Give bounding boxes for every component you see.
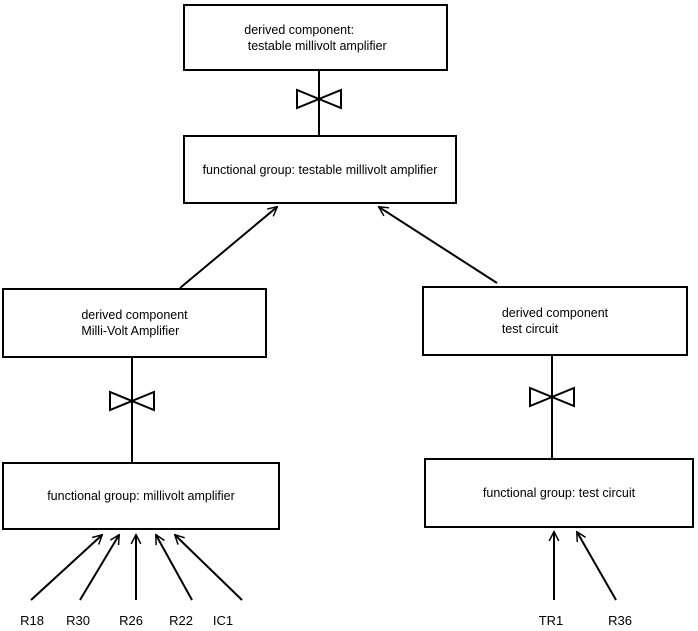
connector-r18-to-n5 [30, 535, 102, 601]
bowtie-icon [109, 390, 155, 412]
node-derived-component-test-circuit[interactable]: derived component test circuit [422, 286, 688, 356]
leaf-label-tr1[interactable]: TR1 [538, 613, 564, 628]
connector-n4-to-n2 [379, 207, 498, 284]
leaf-label-r36[interactable]: R36 [608, 613, 632, 628]
connector-n4-to-n6 [529, 356, 575, 458]
leaf-label-r26[interactable]: R26 [119, 613, 143, 628]
connector-n2-to-n1 [296, 71, 342, 135]
node-derived-component-testable-millivolt-amplifier[interactable]: derived component: testable millivolt am… [183, 4, 448, 71]
bowtie-icon [529, 386, 575, 408]
connector-n3-to-n2 [179, 207, 277, 289]
node-label: derived component Milli-Volt Amplifier [81, 308, 188, 338]
connector-n3-to-n5 [109, 358, 155, 462]
node-label: functional group: millivolt amplifier [47, 489, 235, 503]
leaf-label-r30[interactable]: R30 [66, 613, 90, 628]
node-label: derived component test circuit [501, 306, 609, 336]
node-label: derived component: testable millivolt am… [244, 22, 387, 53]
connector-ic1-to-n5 [175, 535, 243, 601]
bowtie-icon [296, 88, 342, 110]
node-label: functional group: test circuit [482, 486, 636, 500]
leaf-label-r22[interactable]: R22 [169, 613, 193, 628]
node-functional-group-testable-millivolt-amplifier[interactable]: functional group: testable millivolt amp… [183, 135, 457, 204]
connector-r30-to-n5 [79, 535, 119, 601]
node-label: functional group: testable millivolt amp… [202, 162, 438, 177]
node-functional-group-test-circuit[interactable]: functional group: test circuit [424, 458, 694, 528]
connector-r36-to-n6 [577, 532, 617, 601]
node-functional-group-millivolt-amplifier[interactable]: functional group: millivolt amplifier [2, 462, 280, 530]
connector-r22-to-n5 [156, 535, 193, 601]
leaf-label-ic1[interactable]: IC1 [212, 613, 234, 628]
leaf-label-r18[interactable]: R18 [20, 613, 44, 628]
node-derived-component-milli-volt-amplifier[interactable]: derived component Milli-Volt Amplifier [2, 288, 267, 358]
